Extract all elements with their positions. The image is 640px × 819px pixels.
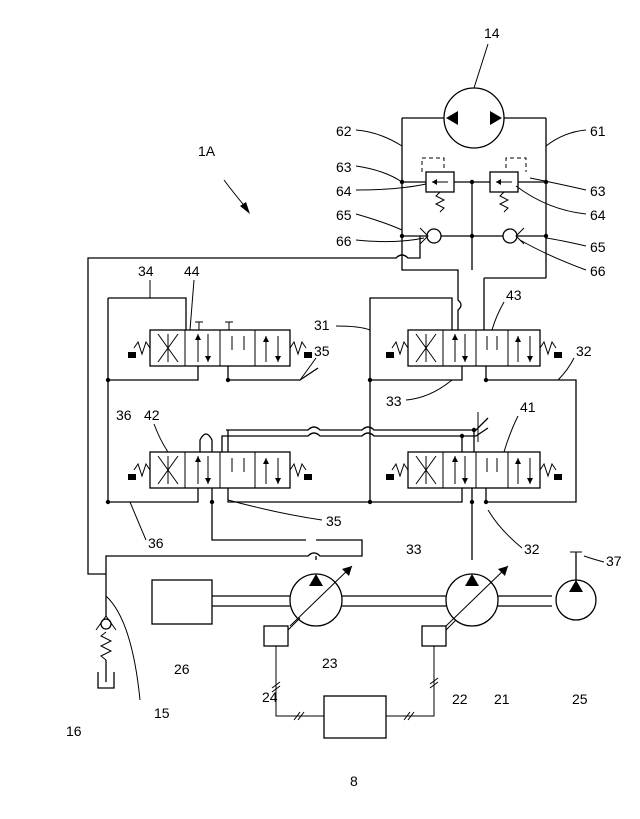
label-1A: 1A <box>198 143 216 159</box>
control-valve-44 <box>128 322 312 366</box>
label-63-left: 63 <box>336 159 352 175</box>
label-31: 31 <box>314 317 330 333</box>
label-66-left: 66 <box>336 233 352 249</box>
label-63-right: 63 <box>590 183 606 199</box>
label-25: 25 <box>572 691 588 707</box>
label-8: 8 <box>350 773 358 789</box>
engine-26 <box>152 580 212 624</box>
label-14: 14 <box>484 25 500 41</box>
label-32-bottom: 32 <box>524 541 540 557</box>
control-valve-43 <box>386 330 562 366</box>
controller-8 <box>324 696 386 738</box>
relief-valve-16 <box>96 574 116 688</box>
relief-valve-64-left <box>422 158 454 212</box>
control-valve-41 <box>386 452 562 488</box>
label-21: 21 <box>494 691 510 707</box>
label-15: 15 <box>154 705 170 721</box>
label-43: 43 <box>506 287 522 303</box>
label-36-top: 36 <box>116 407 132 423</box>
label-65-left: 65 <box>336 207 352 223</box>
label-16: 16 <box>66 723 82 739</box>
relief-valve-64-right <box>490 158 526 212</box>
hydraulic-motor-14 <box>444 44 504 148</box>
label-33-top: 33 <box>386 393 402 409</box>
label-37: 37 <box>606 553 622 569</box>
label-61: 61 <box>590 123 606 139</box>
label-42: 42 <box>144 407 160 423</box>
label-34: 34 <box>138 263 154 279</box>
label-26: 26 <box>174 661 190 677</box>
label-32-top: 32 <box>576 343 592 359</box>
pilot-pump-25 <box>556 552 596 620</box>
label-35-top: 35 <box>314 343 330 359</box>
label-23: 23 <box>322 655 338 671</box>
control-valve-42 <box>128 452 312 488</box>
label-62: 62 <box>336 123 352 139</box>
label-64-left: 64 <box>336 183 352 199</box>
label-35-bottom: 35 <box>326 513 342 529</box>
label-22: 22 <box>452 691 468 707</box>
label-24: 24 <box>262 689 278 705</box>
label-66-right: 66 <box>590 263 606 279</box>
label-41: 41 <box>520 399 536 415</box>
regulator-22 <box>422 620 456 646</box>
label-65-right: 65 <box>590 239 606 255</box>
label-36-bottom: 36 <box>148 535 164 551</box>
reference-numerals: 14 1A 62 61 63 63 64 64 65 65 66 66 34 4… <box>66 25 622 789</box>
label-64-right: 64 <box>590 207 606 223</box>
label-33-bottom: 33 <box>406 541 422 557</box>
label-44: 44 <box>184 263 200 279</box>
